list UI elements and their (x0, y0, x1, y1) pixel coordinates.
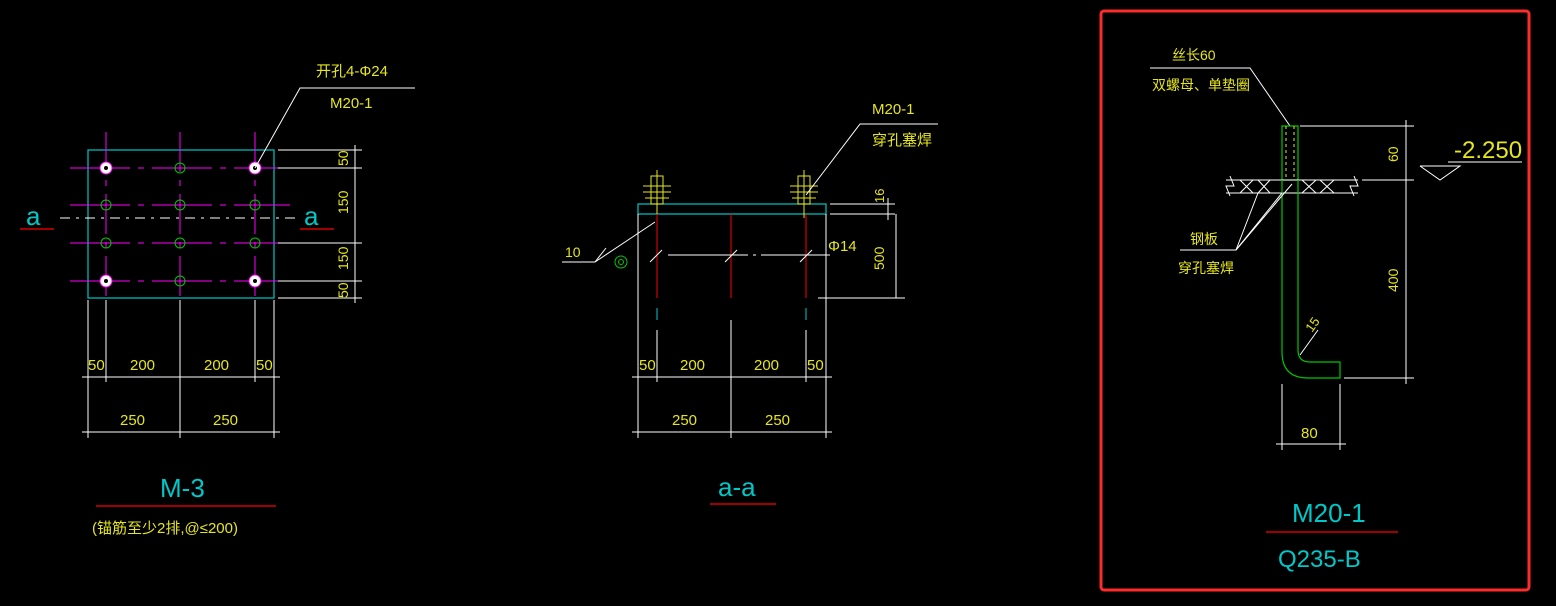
hole-leader-bolt: M20-1 (330, 95, 373, 112)
bolt-view: 丝长60 双螺母、单垫圈 钢板 穿孔塞焊 15 (1099, 9, 1531, 592)
dim-right-1: 50 (335, 150, 351, 166)
elevation-marker (1419, 165, 1462, 181)
plate-note: (锚筋至少2排,@≤200) (92, 520, 238, 537)
steel-plate (1225, 175, 1359, 197)
dim-bottom-3: 200 (204, 357, 229, 374)
dim-right-4: 50 (335, 282, 351, 298)
bolt-thread (1281, 125, 1299, 181)
dim-radius: 15 (1302, 314, 1323, 334)
plate-label: 钢板 (1190, 231, 1218, 247)
dim-total-2: 250 (213, 412, 238, 429)
hole-leader-line (254, 87, 415, 169)
weld-label: 穿孔塞焊 (1178, 260, 1234, 276)
section-mark-left: a (26, 201, 41, 231)
dim-right-2: 150 (335, 190, 351, 214)
bottom-dimension-chain (82, 300, 280, 438)
bolt-leader-top: 丝长60 (1172, 47, 1216, 63)
dim-right-3: 150 (335, 246, 351, 270)
section-plate (637, 203, 827, 215)
dim-length: 400 (1385, 268, 1401, 292)
bolt-material: Q235-B (1278, 546, 1361, 573)
section-bolts (643, 170, 818, 218)
bolt-holes (99, 161, 262, 288)
right-dimension-chain (278, 145, 362, 303)
sec-dim-bottom-2: 200 (680, 357, 705, 374)
highlight-frame (1099, 9, 1531, 592)
dim-bar-diameter: Φ14 (828, 238, 857, 255)
section-view: M20-1 穿孔塞焊 10 16 Φ14 500 50 200 200 50 2… (562, 101, 938, 505)
sec-dim-bottom-4: 50 (807, 357, 824, 374)
section-leader-top: M20-1 (872, 101, 915, 118)
anchor-bars (100, 162, 261, 287)
plate-title: M-3 (160, 473, 205, 503)
dim-plate-thickness: 16 (872, 189, 887, 203)
section-leader (805, 123, 938, 196)
elevation-value: -2.250 (1454, 137, 1522, 164)
sec-dim-total-2: 250 (765, 412, 790, 429)
section-title: a-a (718, 472, 756, 502)
dim-total-1: 250 (120, 412, 145, 429)
dim-hook: 80 (1301, 425, 1318, 442)
hole-leader-text: 开孔4-Φ24 (316, 63, 388, 80)
section-leader-bottom: 穿孔塞焊 (872, 131, 932, 149)
bolt-body (1281, 180, 1341, 379)
section-mark-right: a (304, 201, 319, 231)
dim-bottom-2: 200 (130, 357, 155, 374)
bolt-leader-bottom: 双螺母、单垫圈 (1152, 77, 1250, 93)
sec-dim-total-1: 250 (672, 412, 697, 429)
dim-bottom-1: 50 (88, 357, 105, 374)
dim-bottom-4: 50 (256, 357, 273, 374)
dim-bar-length: 500 (871, 246, 887, 270)
sec-dim-bottom-3: 200 (754, 357, 779, 374)
dim-thread: 60 (1385, 146, 1401, 162)
plate-outline (87, 149, 275, 299)
bolt-dimension-chain (1276, 120, 1414, 450)
weld-size: 10 (565, 244, 581, 260)
anchor-grid (70, 132, 290, 300)
sec-dim-bottom-1: 50 (639, 357, 656, 374)
bolt-leader (1150, 67, 1291, 127)
bolt-title: M20-1 (1292, 498, 1366, 528)
plate-view: 开孔4-Φ24 M20-1 a a 50 150 150 50 50 2 (20, 63, 415, 537)
